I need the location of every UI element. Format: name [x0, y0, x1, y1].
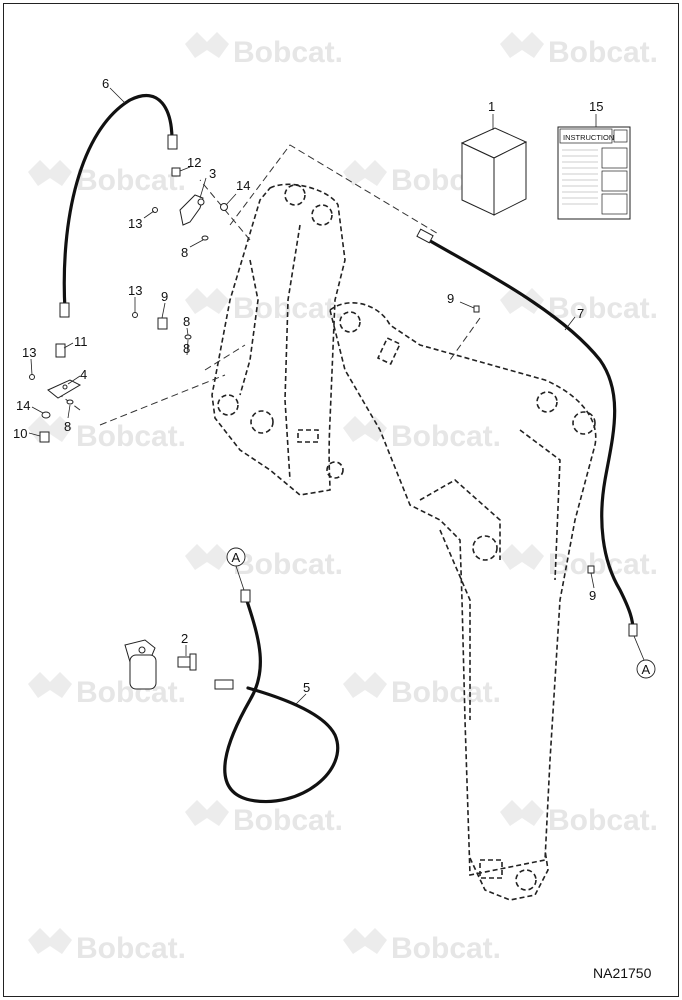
watermark-text: Bobcat.: [548, 292, 658, 325]
watermark-text: Bobcat.: [233, 804, 343, 837]
callout-numbers: 1 15 6 12 3 14 13 8 13 9 8 8 13 11 4 14 …: [13, 76, 603, 695]
reference-markers: A A: [226, 547, 656, 679]
watermark-text: Bobcat.: [233, 548, 343, 581]
watermark-logo-icon: [343, 416, 387, 442]
clamp-8b: [184, 334, 192, 340]
watermark-logo-icon: [500, 32, 544, 58]
filter-assembly: [124, 639, 157, 690]
callout-9c: 9: [589, 588, 596, 603]
callout-3: 3: [209, 166, 216, 181]
watermark-logo-icon: [343, 672, 387, 698]
watermark-text: Bobcat.: [391, 932, 501, 965]
instructions-label: INSTRUCTIONS: [563, 133, 619, 142]
watermark-text: Bobcat.: [548, 36, 658, 69]
watermark-logo-icon: [28, 160, 72, 186]
instructions-sheet-15: INSTRUCTIONS: [557, 126, 631, 220]
ref-marker-a-lower: [636, 659, 656, 679]
watermark-logo-icon: [500, 544, 544, 570]
clip-9b: [473, 305, 480, 313]
fitting-hose-5-lower: [214, 679, 234, 690]
clamp-8a: [201, 235, 209, 241]
hoses: [62, 93, 635, 804]
fitting-hose-6-upper: [167, 134, 178, 150]
watermark-logo-icon: [343, 928, 387, 954]
callout-12: 12: [187, 155, 201, 170]
callout-7: 7: [577, 306, 584, 321]
callout-2: 2: [181, 631, 188, 646]
fitting-hose-7-upper: [416, 228, 434, 244]
callout-8a: 8: [181, 245, 188, 260]
watermark-text: Bobcat.: [391, 420, 501, 453]
callout-5: 5: [303, 680, 310, 695]
fitting-hose-5-upper: [240, 589, 251, 603]
callout-14b: 14: [16, 398, 30, 413]
watermark-logo-icon: [185, 288, 229, 314]
bolt-13c: [29, 374, 35, 380]
clamp-8c: [66, 399, 74, 405]
callout-13c: 13: [22, 345, 36, 360]
watermark-logo-icon: [500, 800, 544, 826]
callout-9b: 9: [447, 291, 454, 306]
nut-10: [39, 431, 50, 443]
kit-box-1: [460, 127, 528, 216]
watermark-logo-icon: [185, 800, 229, 826]
drawing-id: NA21750: [593, 965, 652, 981]
callout-9a: 9: [161, 289, 168, 304]
callout-13a: 13: [128, 216, 142, 231]
fitting-hose-6-lower: [59, 302, 70, 318]
watermark-text: Bobcat.: [76, 932, 186, 965]
watermark-logo-icon: [343, 160, 387, 186]
clip-9c: [587, 565, 595, 574]
callout-4: 4: [80, 367, 87, 382]
hose-5: [223, 596, 340, 804]
bracket-3: [179, 194, 204, 226]
fitting-12: [171, 167, 181, 177]
callout-14a: 14: [236, 178, 250, 193]
ref-marker-a-upper: [226, 547, 246, 567]
bolt-13b: [132, 312, 138, 318]
watermark-logo-icon: [185, 32, 229, 58]
nut-14a: [220, 203, 228, 211]
hose-7: [423, 236, 635, 632]
watermark-logo-icon: [185, 544, 229, 570]
watermark-logo-icon: [28, 928, 72, 954]
ref-marker-a-upper-label: A: [232, 550, 241, 565]
clip-9a: [157, 317, 168, 330]
hose-6: [62, 93, 174, 312]
watermark-text: Bobcat.: [76, 420, 186, 453]
callout-13b: 13: [128, 283, 142, 298]
watermark-logo-icon: [500, 288, 544, 314]
fittings: [59, 134, 638, 690]
callout-11: 11: [74, 334, 88, 349]
excavator-arm-outline: [211, 183, 597, 901]
ref-marker-a-lower-label: A: [642, 662, 651, 677]
watermark-text: Bobcat.: [548, 548, 658, 581]
small-parts: [29, 167, 595, 671]
callout-8b-second: 8: [183, 341, 190, 356]
fitting-11: [55, 343, 66, 358]
callout-10: 10: [13, 426, 27, 441]
watermark-logo-icon: [28, 672, 72, 698]
callout-8b: 8: [183, 314, 190, 329]
fitting-hose-7-lower: [628, 623, 638, 637]
watermark-text: Bobcat.: [233, 36, 343, 69]
watermark-text: Bobcat.: [548, 804, 658, 837]
nut-14b: [41, 411, 51, 419]
callout-8c: 8: [64, 419, 71, 434]
leader-lines: [28, 87, 597, 705]
watermark-text: Bobcat.: [391, 676, 501, 709]
callout-1: 1: [488, 99, 495, 114]
watermark-text: Bobcat.: [76, 164, 186, 197]
callout-6: 6: [102, 76, 109, 91]
callout-15: 15: [589, 99, 603, 114]
